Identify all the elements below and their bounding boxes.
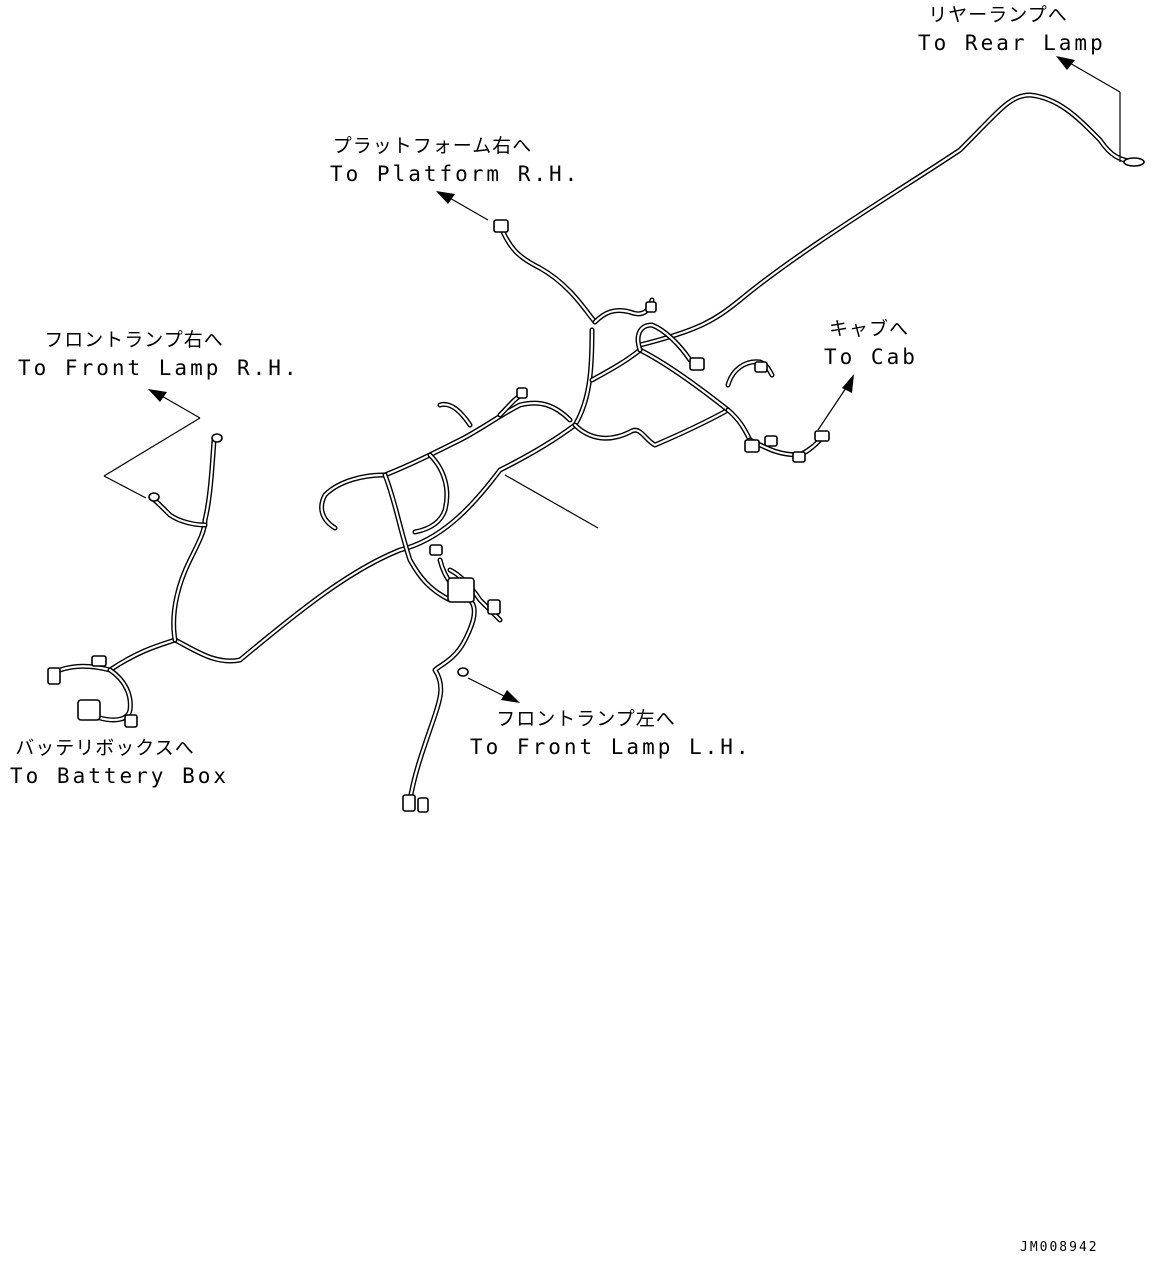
platform-rh-harness — [493, 219, 657, 325]
rear-lamp-label: リヤーランプへ To Rear Lamp — [918, 4, 1106, 55]
platform-rh-label-en: To Platform R.H. — [330, 162, 581, 186]
cab-label-jp: キャブへ — [828, 318, 909, 340]
front-lamp-rh-label-en: To Front Lamp R.H. — [18, 356, 300, 380]
front-lamp-lh-harness — [402, 557, 503, 813]
drawing-code: JM008942 — [1020, 1240, 1099, 1255]
front-lamp-rh-label-jp: フロントランプ右へ — [44, 329, 224, 351]
battery-box-label-en: To Battery Box — [10, 764, 230, 788]
battery-box-label: バッテリボックスへ To Battery Box — [10, 737, 230, 788]
cab-harness — [689, 357, 830, 463]
platform-rh-label: プラットフォーム右へ To Platform R.H. — [330, 135, 581, 186]
rear-lamp-label-jp: リヤーランプへ — [928, 4, 1068, 26]
front-lamp-lh-label: フロントランプ左へ To Front Lamp L.H. — [470, 708, 752, 759]
front-lamp-rh-label: フロントランプ右へ To Front Lamp R.H. — [18, 329, 300, 380]
leader-lines — [103, 56, 1121, 703]
cab-label: キャブへ To Cab — [824, 318, 918, 369]
battery-box-harness — [47, 655, 138, 728]
cab-label-en: To Cab — [824, 345, 918, 369]
rear-lamp-label-en: To Rear Lamp — [918, 31, 1106, 55]
front-lamp-lh-label-en: To Front Lamp L.H. — [470, 735, 752, 759]
main-trunk-harness — [107, 322, 753, 673]
platform-rh-label-jp: プラットフォーム右へ — [332, 135, 533, 157]
upper-mid-harness — [319, 387, 573, 603]
rear-lamp-harness — [637, 92, 1145, 348]
front-lamp-rh-harness — [148, 433, 223, 643]
front-lamp-lh-label-jp: フロントランプ左へ — [496, 708, 676, 730]
battery-box-label-jp: バッテリボックスへ — [15, 737, 195, 759]
